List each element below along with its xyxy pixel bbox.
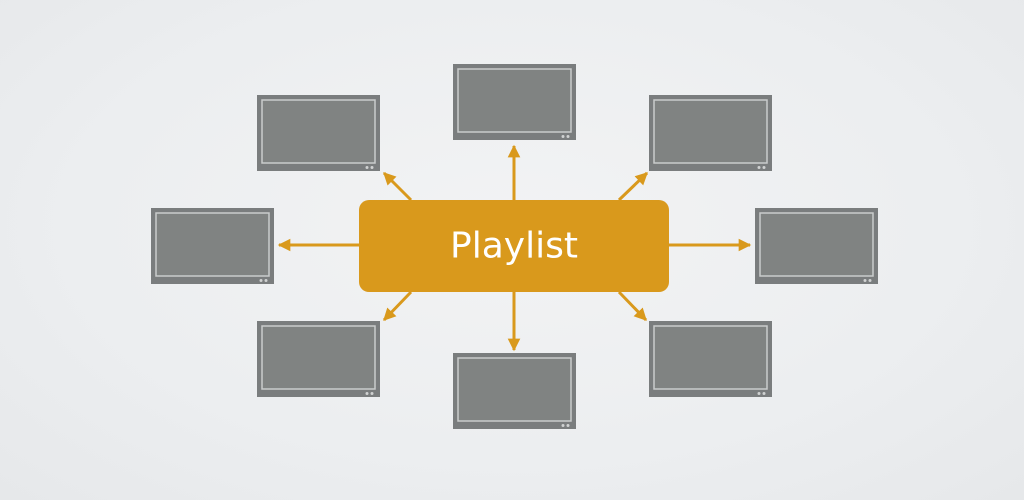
screen-panel-border	[261, 325, 376, 390]
screen-indicator-dot	[370, 392, 374, 395]
screen-panel-border	[261, 99, 376, 164]
screen-left	[151, 208, 274, 284]
screen-panel-border	[155, 212, 270, 277]
screen-indicator-dot	[370, 166, 374, 169]
screen-top	[453, 64, 576, 140]
screen-panel-border	[759, 212, 874, 277]
playlist-hub-label: Playlist	[450, 226, 578, 267]
screen-indicator-dot	[566, 135, 570, 138]
screen-indicator-dot	[365, 392, 369, 395]
screen-indicator-dot	[863, 279, 867, 282]
screen-indicator-dot	[566, 424, 570, 427]
screen-top-left	[257, 95, 380, 171]
screen-right	[755, 208, 878, 284]
screen-indicator-dot	[561, 424, 565, 427]
screen-indicator-dot	[762, 392, 766, 395]
screen-indicator-dot	[757, 166, 761, 169]
screen-indicator-dot	[762, 166, 766, 169]
screen-top-right	[649, 95, 772, 171]
arrow-to-screen-bottom-right	[617, 290, 648, 322]
screen-indicator-dot	[365, 166, 369, 169]
playlist-hub-box	[359, 200, 669, 292]
screen-indicator-dot	[264, 279, 268, 282]
screen-indicator-dot	[561, 135, 565, 138]
playlist-hub: Playlist	[359, 200, 669, 292]
screen-bottom-right	[649, 321, 772, 397]
screen-bottom-left	[257, 321, 380, 397]
arrow-to-screen-bottom-left	[382, 290, 413, 322]
screen-panel-border	[653, 325, 768, 390]
arrow-to-screen-top-left	[382, 171, 413, 202]
screen-indicator-dot	[868, 279, 872, 282]
screen-panel-border	[653, 99, 768, 164]
screen-panel-border	[457, 357, 572, 422]
screen-indicator-dot	[757, 392, 761, 395]
screen-panel-border	[457, 68, 572, 133]
arrow-to-screen-top-right	[617, 171, 649, 202]
screen-bottom	[453, 353, 576, 429]
screen-indicator-dot	[259, 279, 263, 282]
connector-arrows	[277, 144, 752, 352]
